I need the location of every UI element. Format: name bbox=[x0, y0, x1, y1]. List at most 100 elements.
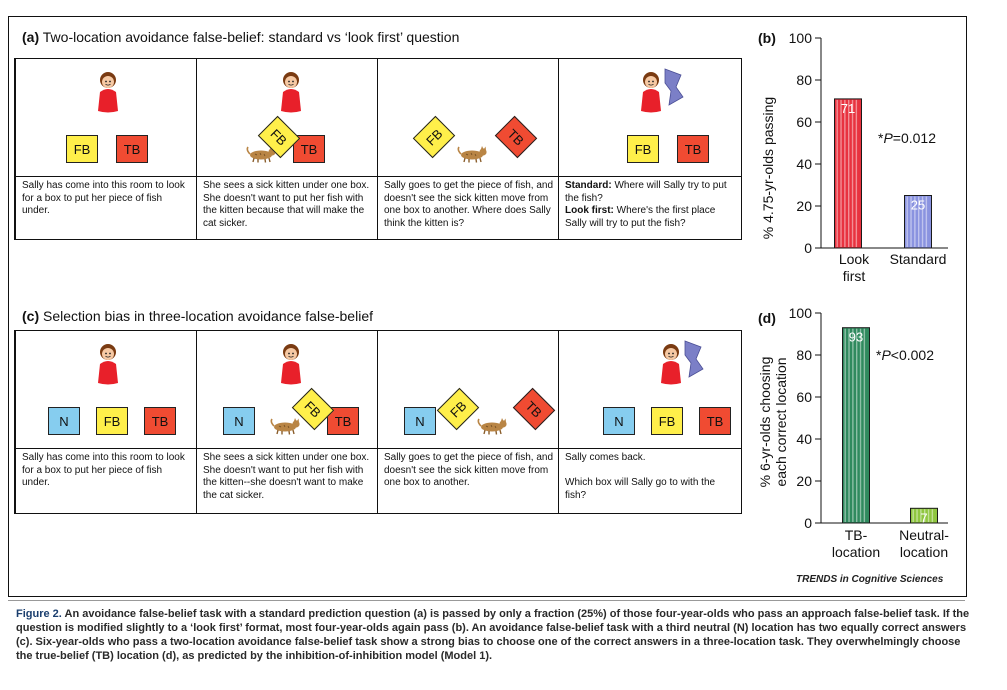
bar bbox=[910, 507, 938, 524]
thought-bubble-icon bbox=[663, 65, 685, 114]
panel-c-scene-1: N FB TB Sally has come into this room to… bbox=[15, 331, 196, 513]
panel-c-title: (c) Selection bias in three-location avo… bbox=[22, 308, 373, 324]
panel-c-scene-3: N FB TB Sally goes to get the piece of f… bbox=[377, 331, 558, 513]
caption-divider bbox=[8, 600, 965, 601]
chart-d: (d) % 6-yr-olds choosing each correct lo… bbox=[757, 305, 949, 560]
panel-a-title: (a) Two-location avoidance false-belief:… bbox=[22, 29, 460, 45]
scene-caption: Sally has come into this room to look fo… bbox=[22, 452, 185, 488]
fb-box: FB bbox=[627, 135, 659, 163]
bar-stripe bbox=[912, 509, 914, 522]
fb-box: FB bbox=[651, 407, 683, 435]
tb-box: TB bbox=[144, 407, 176, 435]
bar-stripe bbox=[916, 509, 918, 522]
bar-value-label: 7 bbox=[920, 510, 927, 525]
chart-d-ylabel-2: each correct location bbox=[773, 357, 789, 486]
sally-figure bbox=[94, 71, 122, 118]
bar-stripe bbox=[914, 196, 916, 247]
kitten-icon bbox=[456, 145, 490, 168]
bar-value-label: 25 bbox=[911, 198, 925, 213]
chart-b-annotation: *P=0.012 bbox=[878, 130, 936, 146]
tb-box-tilted: TB bbox=[512, 387, 556, 431]
n-box: N bbox=[404, 407, 436, 435]
bar-stripe bbox=[844, 328, 846, 522]
panel-c-scene-2: N TB FB She sees a sick kitten under one… bbox=[196, 331, 377, 513]
tb-box: TB bbox=[677, 135, 709, 163]
scene-caption: She sees a sick kitten under one box. Sh… bbox=[203, 452, 370, 501]
thought-bubble-icon bbox=[683, 337, 705, 386]
journal-name: TRENDS in Cognitive Sciences bbox=[796, 574, 944, 585]
tb-box: TB bbox=[116, 135, 148, 163]
panel-d-letter: (d) bbox=[758, 310, 776, 326]
y-tick-label: 20 bbox=[796, 473, 812, 489]
y-tick-label: 100 bbox=[789, 30, 813, 46]
figure-caption-label: Figure 2. bbox=[16, 608, 62, 620]
bar-stripe bbox=[863, 328, 866, 522]
y-tick-label: 80 bbox=[796, 347, 812, 363]
bar-stripe bbox=[844, 99, 846, 248]
bar-stripe bbox=[921, 196, 924, 247]
y-tick-label: 60 bbox=[796, 114, 812, 130]
y-tick-label: 20 bbox=[796, 198, 812, 214]
bar bbox=[842, 327, 870, 524]
bar-stripe bbox=[859, 328, 862, 522]
y-tick-label: 0 bbox=[804, 240, 812, 256]
chart-b-cat-label-2: Standard bbox=[890, 251, 947, 267]
n-box: N bbox=[223, 407, 255, 435]
sally-figure bbox=[657, 343, 685, 390]
sally-figure bbox=[94, 343, 122, 390]
chart-b-ylabel: % 4.75-yr-olds passing bbox=[760, 97, 776, 239]
bar-stripe bbox=[848, 99, 850, 248]
chart-d-cat-label-1a: TB- bbox=[845, 527, 868, 543]
bar-stripe bbox=[856, 328, 858, 522]
y-tick-label: 40 bbox=[796, 431, 812, 447]
scene-caption: Sally has come into this room to look fo… bbox=[22, 180, 185, 216]
chart-d-annotation: *P<0.002 bbox=[876, 347, 934, 363]
panel-a-scene-4: FB TB Standard: Where will Sally try to … bbox=[558, 59, 741, 239]
scene-caption: Sally goes to get the piece of fish, and… bbox=[384, 180, 553, 229]
scene-caption: She sees a sick kitten under one box. Sh… bbox=[203, 180, 370, 229]
panel-b-letter: (b) bbox=[758, 30, 776, 46]
bar-stripe bbox=[918, 196, 920, 247]
chart-d-bars: 937 bbox=[842, 327, 938, 525]
sally-figure bbox=[277, 71, 305, 118]
n-box: N bbox=[48, 407, 80, 435]
y-tick-label: 80 bbox=[796, 72, 812, 88]
bar-stripe bbox=[927, 509, 930, 522]
chart-d-cat-label-2a: Neutral- bbox=[899, 527, 949, 543]
chart-b: (b) % 4.75-yr-olds passing 020406080100 … bbox=[758, 30, 948, 284]
bar-stripe bbox=[855, 99, 858, 248]
chart-d-cat-label-1b: location bbox=[832, 544, 880, 560]
kitten-icon bbox=[476, 417, 510, 440]
bar-stripe bbox=[852, 328, 854, 522]
chart-d-ylabel-1: % 6-yr-olds choosing bbox=[757, 357, 773, 488]
bar-stripe bbox=[925, 196, 928, 247]
y-tick-label: 0 bbox=[804, 515, 812, 531]
fb-box: FB bbox=[66, 135, 98, 163]
fb-box-tilted: FB bbox=[436, 387, 480, 431]
panel-a-scene-2: TB FB She sees a sick kitten under one b… bbox=[196, 59, 377, 239]
bar bbox=[904, 195, 932, 249]
panel-a-scene-1: FB TB Sally has come into this room to l… bbox=[15, 59, 196, 239]
bar-stripe bbox=[840, 99, 842, 248]
scene-caption: Sally comes back. Which box will Sally g… bbox=[565, 452, 716, 501]
chart-b-axis: 0 20 40 60 80 100 bbox=[789, 30, 948, 256]
panel-c-strip: N FB TB Sally has come into this room to… bbox=[14, 330, 742, 514]
n-box: N bbox=[603, 407, 635, 435]
figure-caption-text: An avoidance false-belief task with a st… bbox=[16, 608, 970, 662]
bar-stripe bbox=[924, 509, 926, 522]
figure-caption: Figure 2. An avoidance false-belief task… bbox=[16, 607, 971, 663]
y-tick-label: 40 bbox=[796, 156, 812, 172]
scene-caption: Standard: Where will Sally try to put th… bbox=[565, 180, 727, 229]
sally-figure bbox=[637, 71, 665, 118]
bar-stripe bbox=[910, 196, 912, 247]
tb-box: TB bbox=[699, 407, 731, 435]
bar-stripe bbox=[848, 328, 850, 522]
y-tick-label: 100 bbox=[789, 305, 813, 321]
bar-stripe bbox=[906, 196, 908, 247]
bar bbox=[834, 98, 862, 249]
bar-stripe bbox=[920, 509, 922, 522]
chart-b-cat-label-1b: first bbox=[843, 268, 866, 284]
chart-b-cat-label-1a: Look bbox=[839, 251, 870, 267]
